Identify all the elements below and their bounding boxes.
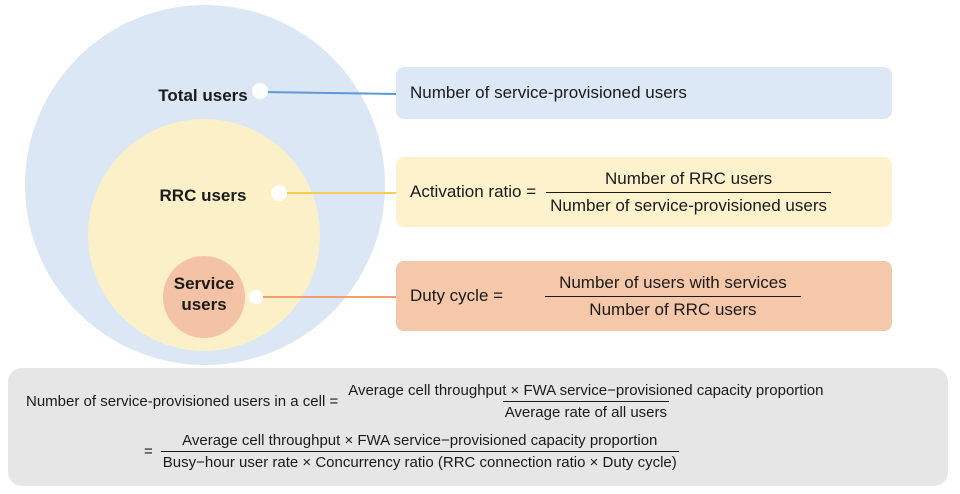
formula-fraction-1-numerator: Average cell throughput × FWA service−pr… <box>348 382 824 399</box>
rrc-connector-dot <box>271 185 287 201</box>
service-connector-dot <box>249 290 263 304</box>
formula-equals: = <box>144 443 153 460</box>
activation-ratio-fraction: Number of RRC users Number of service-pr… <box>546 169 831 216</box>
formula-fraction-2-denominator: Busy−hour user rate × Concurrency ratio … <box>160 451 679 471</box>
formula-fraction-1-denominator: Average rate of all users <box>502 401 669 421</box>
formula-lhs: Number of service-provisioned users in a… <box>26 393 339 410</box>
formula-fraction-1: Average cell throughput × FWA service−pr… <box>346 382 825 421</box>
formula-fraction-2-numerator: Average cell throughput × FWA service−pr… <box>182 432 658 449</box>
service-users-circle <box>163 256 245 338</box>
duty-cycle-numerator: Number of users with services <box>559 272 787 292</box>
rrc-users-circle <box>88 119 320 351</box>
total-connector-dot <box>252 83 268 99</box>
total-users-box-text: Number of service-provisioned users <box>410 83 687 102</box>
rrc-users-label: RRC users <box>159 186 247 205</box>
activation-ratio-numerator: Number of RRC users <box>604 168 773 188</box>
duty-cycle-denominator: Number of RRC users <box>545 295 801 320</box>
service-users-label-line2: users <box>181 295 227 314</box>
service-users-label: Service users <box>164 273 244 315</box>
service-users-box: Duty cycle = Number of users with servic… <box>396 261 892 331</box>
total-connector-line <box>261 91 397 95</box>
activation-ratio-denominator: Number of service-provisioned users <box>546 191 831 216</box>
formula-row-1: Number of service-provisioned users in a… <box>26 382 825 421</box>
formula-row-2: = Average cell throughput × FWA service−… <box>144 432 679 471</box>
rrc-users-box: Activation ratio = Number of RRC users N… <box>396 157 892 227</box>
total-users-label: Total users <box>158 86 248 105</box>
duty-cycle-label: Duty cycle = <box>410 286 504 305</box>
activation-ratio-label: Activation ratio = <box>410 182 537 201</box>
duty-cycle-fraction: Number of users with services Number of … <box>515 273 831 320</box>
formula-fraction-2: Average cell throughput × FWA service−pr… <box>160 432 679 471</box>
total-users-box: Number of service-provisioned users <box>396 67 892 119</box>
formula-panel: Number of service-provisioned users in a… <box>8 368 948 486</box>
service-users-label-line1: Service <box>173 274 235 293</box>
